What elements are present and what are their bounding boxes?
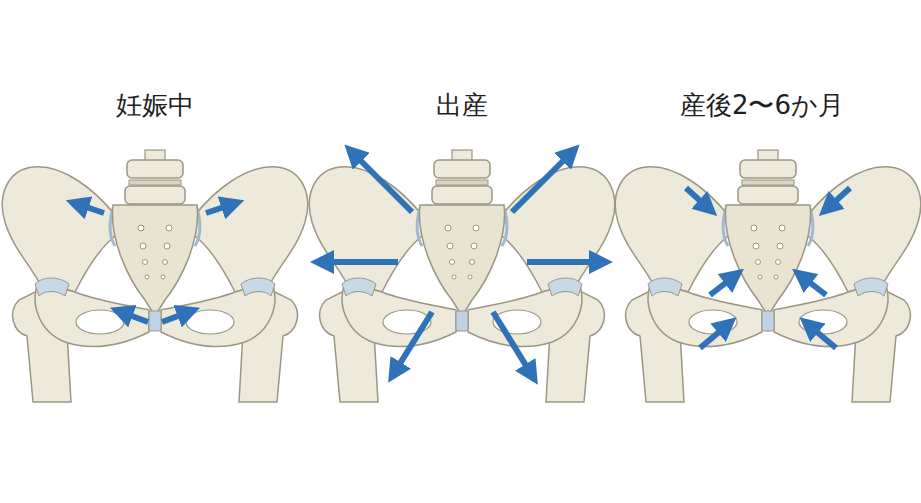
- panel-label: 産後2〜6か月: [680, 90, 844, 121]
- panel-label: 出産: [436, 90, 488, 121]
- panel-label: 妊娠中: [116, 90, 194, 121]
